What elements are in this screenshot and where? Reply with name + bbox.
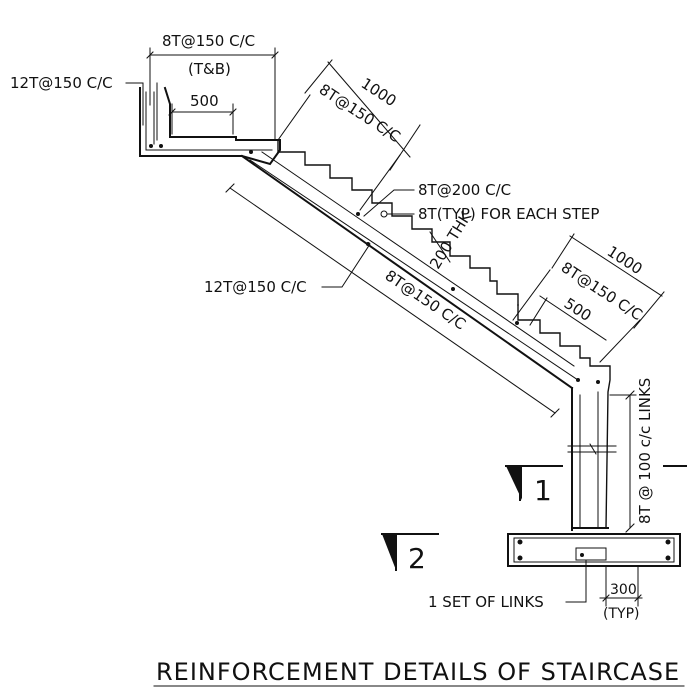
- upper-flight-dimension: 1000 8T@150 C/C: [277, 59, 421, 211]
- lower-flight: [517, 304, 617, 531]
- set-of-links-label: 1 SET OF LINKS: [428, 593, 544, 611]
- step-bar-label: 8T(TYP) FOR EACH STEP: [418, 205, 599, 223]
- footing-dim-label: 300: [610, 582, 637, 598]
- top-landing-slab: [139, 86, 281, 166]
- upper-flight: [240, 139, 579, 390]
- nosing-callouts: 8T@200 C/C 8T(TYP) FOR EACH STEP: [363, 181, 599, 223]
- section-marker-2: 2: [381, 533, 439, 575]
- title-text: REINFORCEMENT DETAILS OF STAIRCASE: [156, 658, 680, 686]
- top-landing-dimension: 8T@150 C/C (T&B): [146, 32, 279, 141]
- nosing-bars-label: 8T@200 C/C: [418, 181, 511, 199]
- lower-flight-dimension: 1000 8T@150 C/C 500: [512, 233, 665, 363]
- footing-300-dimension: 300 (TYP): [599, 565, 643, 622]
- landing-500-dimension: 500: [168, 92, 237, 135]
- set-of-links-callout: 1 SET OF LINKS: [428, 559, 587, 611]
- lower-flight-width-label: 1000: [604, 242, 646, 278]
- drawing-title: REINFORCEMENT DETAILS OF STAIRCASE: [153, 658, 685, 687]
- left-bar-label: 12T@150 C/C: [10, 74, 113, 92]
- links-label: 8T @ 100 c/c LINKS: [636, 378, 654, 524]
- top-landing-tb-label: (T&B): [188, 60, 231, 78]
- section-marker-1: 1: [505, 465, 687, 507]
- footing: [507, 527, 681, 567]
- waist-main-callout: 12T@150 C/C: [204, 243, 371, 296]
- landing-dim-label: 500: [190, 92, 219, 110]
- links-dimension: 8T @ 100 c/c LINKS: [609, 378, 654, 533]
- lower-dim-label: 500: [561, 294, 595, 325]
- left-bar-callout: 12T@150 C/C: [10, 74, 158, 141]
- section-2-label: 2: [408, 542, 426, 575]
- waist-main-bar-label: 12T@150 C/C: [204, 278, 307, 296]
- footing-typ-label: (TYP): [603, 606, 639, 622]
- section-1-label: 1: [534, 474, 552, 507]
- top-landing-bars-label: 8T@150 C/C: [162, 32, 255, 50]
